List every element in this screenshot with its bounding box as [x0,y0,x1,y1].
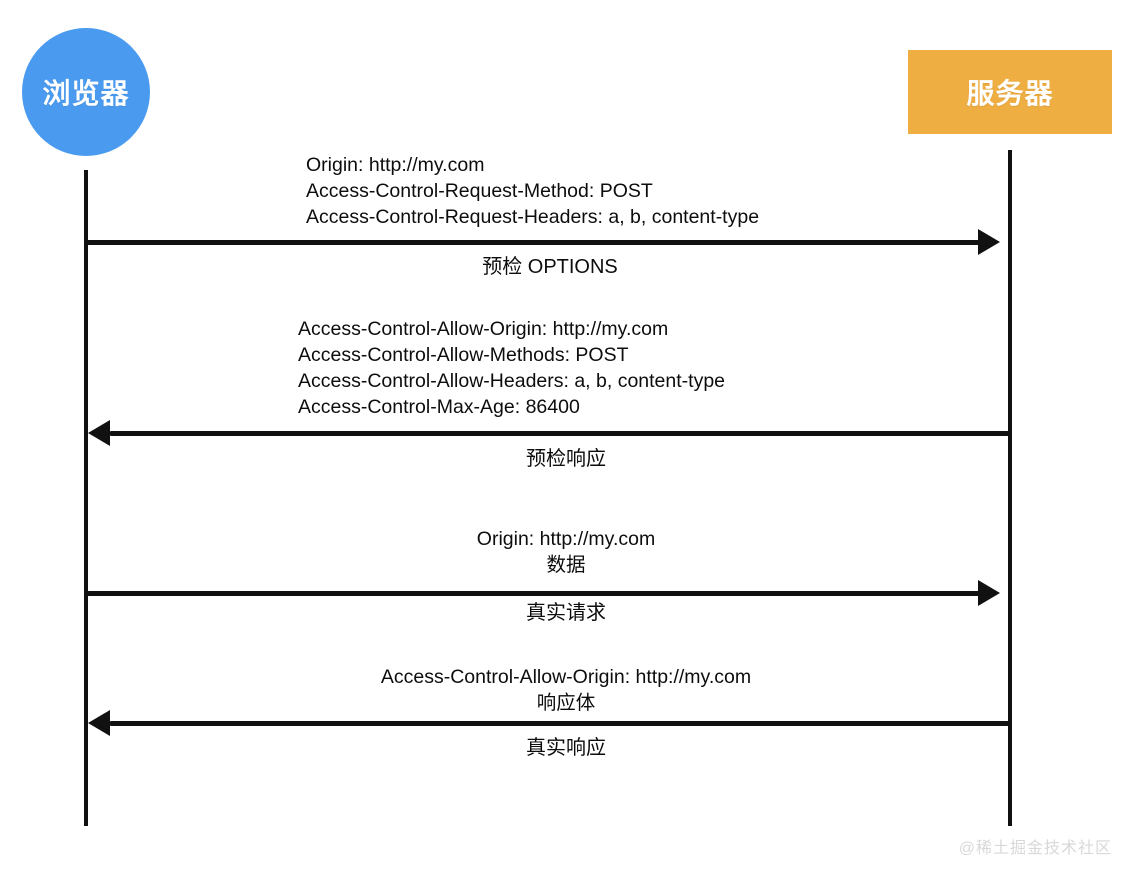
actor-browser: 浏览器 [22,28,150,156]
message-preflight-request-headers: Origin: http://my.com Access-Control-Req… [306,152,759,230]
message-actual-request-headers: Origin: http://my.com 数据 [477,526,655,578]
actor-browser-label: 浏览器 [42,78,130,109]
message-preflight-response-headers: Access-Control-Allow-Origin: http://my.c… [298,316,725,420]
header-line: Origin: http://my.com [306,154,485,176]
message-preflight-request-caption: 预检 OPTIONS [482,256,618,278]
message-actual-response-headers: Access-Control-Allow-Origin: http://my.c… [381,664,751,716]
arrow-left-icon [88,710,110,736]
message-preflight-response-caption: 预检响应 [526,448,606,470]
header-line: Access-Control-Request-Headers: a, b, co… [306,206,760,228]
header-line: Access-Control-Allow-Methods: POST [298,344,629,366]
arrow-left-icon [88,420,110,446]
arrow-right-icon [978,229,1000,255]
header-line: 响应体 [536,692,596,714]
header-line: Access-Control-Allow-Origin: http://my.c… [298,318,669,340]
message-actual-response-caption: 真实响应 [526,737,606,759]
message-actual-request-caption: 真实请求 [526,602,606,624]
actor-server: 服务器 [908,50,1112,134]
header-line: Access-Control-Allow-Origin: http://my.c… [380,666,752,688]
header-line: Access-Control-Request-Method: POST [306,180,653,202]
arrow-right-icon [978,580,1000,606]
header-line: Access-Control-Allow-Headers: a, b, cont… [298,370,726,392]
watermark: @稀土掘金技术社区 [958,840,1112,857]
message-actual-request-line [86,591,982,596]
message-preflight-request-line [86,240,982,245]
lifeline-server [1008,150,1012,826]
header-line: Origin: http://my.com [476,528,656,550]
message-actual-response-line [110,721,1010,726]
lifeline-browser [84,170,88,826]
header-line: Access-Control-Max-Age: 86400 [298,396,580,418]
message-preflight-response-line [110,431,1010,436]
actor-server-label: 服务器 [966,78,1054,109]
header-line: 数据 [546,554,586,576]
